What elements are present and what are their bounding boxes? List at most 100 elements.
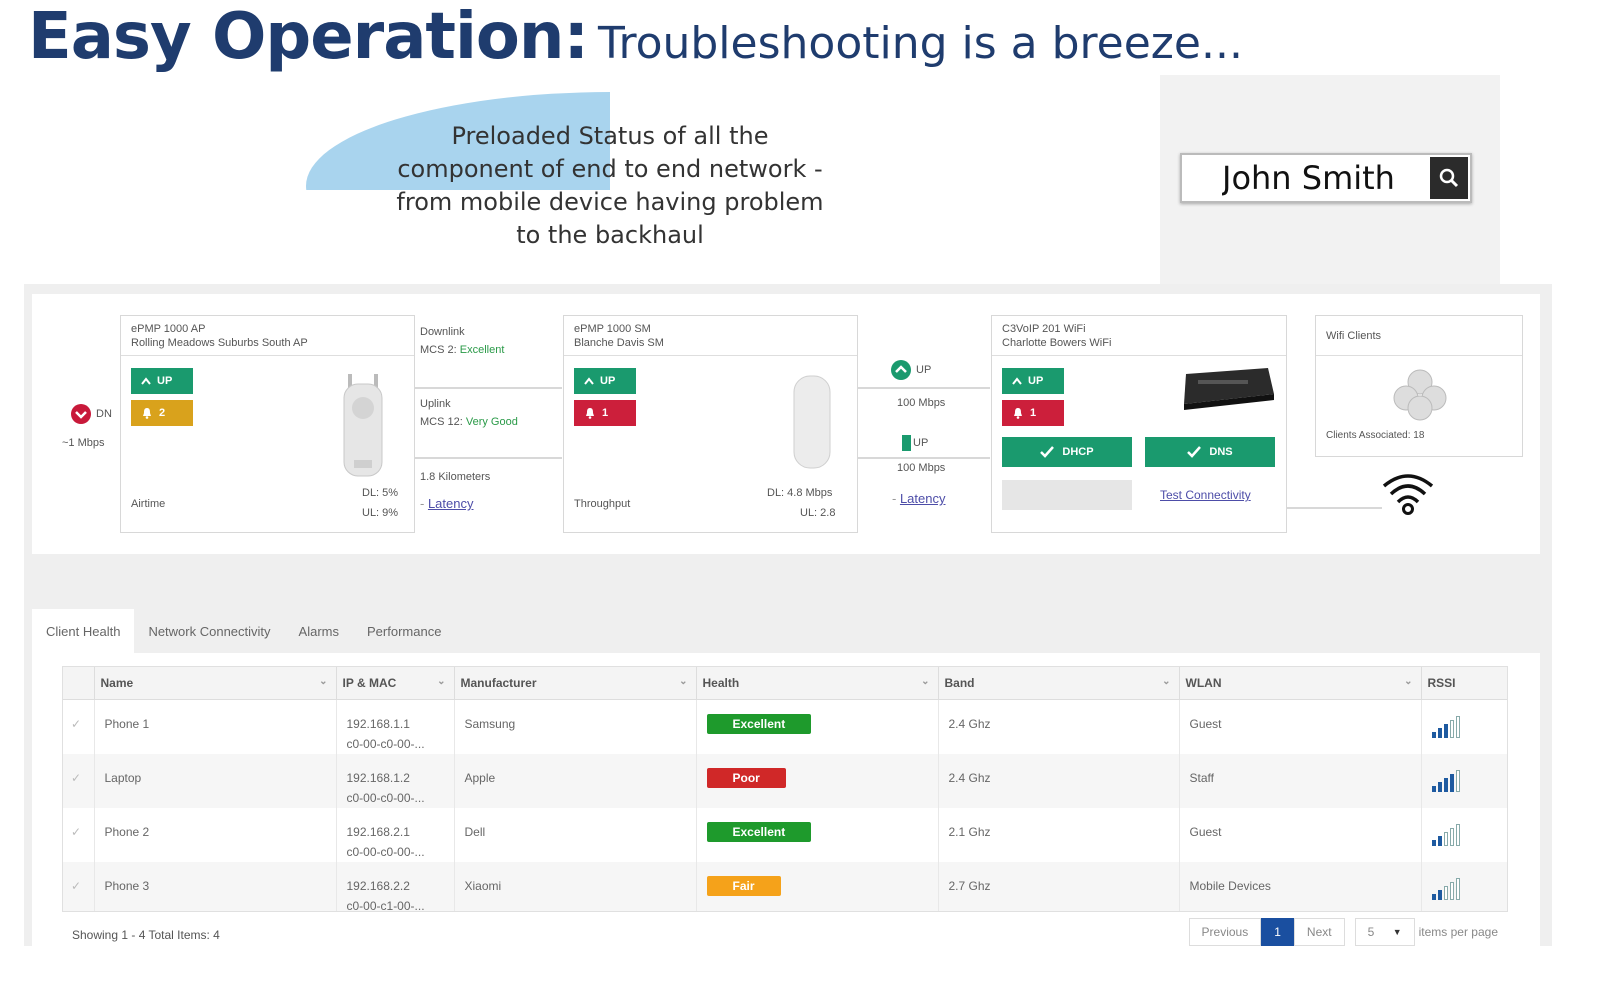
column-header-name-label: Name: [100, 675, 134, 690]
sm-status-chip: UP: [574, 368, 636, 394]
eth-status-1-text: UP: [916, 364, 932, 376]
row-checkbox[interactable]: ✓: [63, 699, 95, 754]
row-ip: 192.168.1.2: [346, 770, 410, 785]
uplink-label: Uplink: [420, 398, 451, 410]
chevron-down-icon: ⌄: [319, 676, 328, 687]
health-badge: Excellent: [706, 713, 812, 734]
sm-model: ePMP 1000 SM: [574, 323, 651, 335]
sm-latency: - Latency: [892, 491, 946, 506]
per-page-value: 5: [1367, 925, 1375, 939]
sm-ul: UL: 2.8: [800, 507, 836, 519]
voip-name: Charlotte Bowers WiFi: [1002, 337, 1112, 349]
downlink-mcs-text: MCS 2:: [420, 344, 457, 356]
column-header-health[interactable]: Health⌄: [696, 667, 939, 700]
callout-text: Preloaded Status of all the component of…: [370, 120, 850, 252]
search-icon: [1439, 168, 1459, 188]
ap-ul: UL: 9%: [362, 507, 399, 519]
column-header-rssi-label: RSSI: [1427, 675, 1456, 690]
page-1-button[interactable]: 1: [1261, 918, 1294, 946]
chevron-down-icon: ⌄: [437, 676, 446, 687]
signal-bars-icon: [1431, 768, 1460, 792]
previous-button[interactable]: Previous: [1188, 918, 1262, 946]
column-header-name[interactable]: Name ⌄: [94, 667, 337, 700]
row-health: Excellent: [696, 807, 939, 862]
sm-name: Blanche Davis SM: [574, 337, 664, 349]
row-health: Excellent: [696, 699, 939, 754]
sm-metric-label: Throughput: [574, 498, 631, 510]
ap-alarm-chip[interactable]: 2: [131, 400, 193, 426]
ap-latency-link[interactable]: Latency: [427, 496, 474, 511]
search-box: [1180, 153, 1472, 203]
slide-title: Easy Operation:Troubleshooting is a bree…: [28, 0, 1243, 74]
down-arrow-icon: [71, 404, 91, 424]
row-ip: 192.168.2.2: [346, 878, 410, 893]
bell-icon: [143, 408, 151, 419]
bell-icon: [586, 408, 594, 419]
row-checkbox[interactable]: ✓: [63, 861, 95, 911]
ap-metric-label: Airtime: [131, 498, 166, 510]
signal-bars-icon: [1431, 714, 1460, 738]
column-header-wlan-label: WLAN: [1185, 675, 1222, 690]
sm-card-header: ePMP 1000 SM Blanche Davis SM: [564, 316, 857, 356]
dns-check[interactable]: DNS: [1145, 437, 1275, 467]
per-page-select[interactable]: 5 ▼: [1354, 918, 1415, 946]
ap-alarm-count: 2: [159, 407, 166, 419]
chevron-up-icon: [1012, 377, 1022, 385]
callout-line-4: to the backhaul: [516, 221, 704, 249]
eth-status-2-text: UP: [913, 437, 929, 449]
chevron-up-icon: [141, 377, 151, 385]
row-wlan: Staff: [1179, 753, 1422, 808]
clients-associated: Clients Associated: 18: [1326, 430, 1425, 441]
dhcp-check[interactable]: DHCP: [1002, 437, 1132, 467]
next-button[interactable]: Next: [1293, 918, 1345, 946]
test-connectivity-link[interactable]: Test Connectivity: [1160, 488, 1251, 502]
row-name: Phone 1: [94, 699, 337, 754]
uplink-quality: Very Good: [465, 416, 518, 428]
check-icon: [1187, 446, 1202, 458]
row-manufacturer: Samsung: [454, 699, 697, 754]
callout-line-1: Preloaded Status of all the: [451, 122, 769, 150]
column-header-band[interactable]: Band⌄: [938, 667, 1180, 700]
row-rssi: [1421, 753, 1507, 808]
row-rssi: [1421, 699, 1507, 754]
tab-alarms[interactable]: Alarms: [298, 623, 339, 639]
dhcp-label: DHCP: [1062, 446, 1094, 458]
column-header-band-label: Band: [944, 675, 975, 690]
tab-performance[interactable]: Performance: [367, 623, 442, 639]
row-checkbox[interactable]: ✓: [63, 807, 95, 862]
row-name: Phone 3: [94, 861, 337, 911]
wifi-clients-title: Wifi Clients: [1326, 330, 1382, 342]
downlink-mcs: MCS 2: Excellent: [420, 344, 504, 356]
downlink-label: Downlink: [420, 326, 465, 338]
ap-dl: DL: 5%: [362, 487, 399, 499]
ap-card-header: ePMP 1000 AP Rolling Meadows Suburbs Sou…: [121, 316, 414, 356]
row-checkbox[interactable]: ✓: [63, 753, 95, 808]
voip-model: C3VoIP 201 WiFi: [1002, 323, 1086, 335]
sm-alarm-chip[interactable]: 1: [574, 400, 636, 426]
column-header-manufacturer[interactable]: Manufacturer⌄: [454, 667, 697, 700]
column-header-rssi[interactable]: RSSI: [1421, 667, 1507, 700]
column-header-wlan[interactable]: WLAN⌄: [1179, 667, 1422, 700]
tab-client-health[interactable]: Client Health: [32, 609, 135, 653]
sm-latency-link[interactable]: Latency: [899, 491, 946, 506]
ap-name: Rolling Meadows Suburbs South AP: [131, 337, 308, 349]
search-input[interactable]: [1182, 155, 1432, 201]
voip-alarm-chip[interactable]: 1: [1002, 400, 1064, 426]
uplink-mcs-text: MCS 12:: [420, 416, 463, 428]
wifi-icon: [1382, 474, 1434, 515]
row-manufacturer: Xiaomi: [454, 861, 697, 911]
callout-line-2: component of end to end network -: [397, 155, 823, 183]
column-header-ip-mac-label: IP & MAC: [342, 675, 397, 690]
search-button[interactable]: [1430, 157, 1468, 199]
column-header-ip-mac[interactable]: IP & MAC ⌄: [336, 667, 455, 700]
slide-title-sub: Troubleshooting is a breeze...: [598, 18, 1243, 69]
callout-bubble: [306, 92, 610, 190]
tab-network-connectivity[interactable]: Network Connectivity: [148, 623, 271, 639]
voip-device-image: [1184, 368, 1274, 410]
